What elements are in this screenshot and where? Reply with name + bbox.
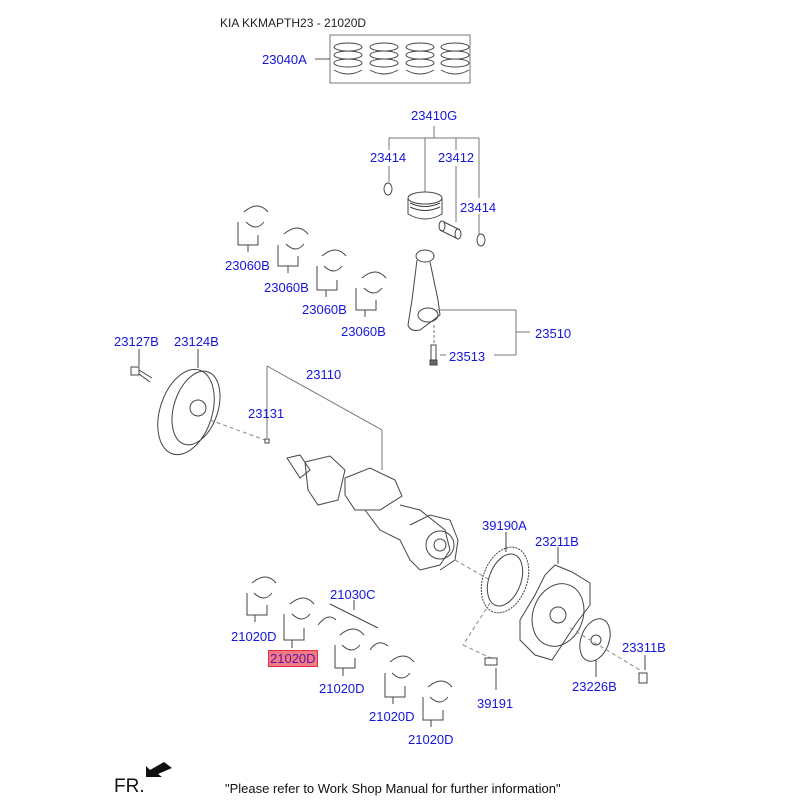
footer-note: "Please refer to Work Shop Manual for fu… <box>225 781 561 796</box>
label-connecting-rod-assy[interactable]: 23510 <box>535 326 572 341</box>
conrod-bolt-icon <box>429 344 438 366</box>
label-conrod-bearing-2[interactable]: 23060B <box>264 280 309 295</box>
label-piston-ring-set[interactable]: 23040A <box>262 52 307 67</box>
crank-pulley-icon <box>157 349 266 456</box>
label-pulley-bolt[interactable]: 23127B <box>114 334 159 349</box>
crankshaft-leaders <box>266 365 383 470</box>
crankshaft-icon <box>286 454 491 581</box>
drive-plate-icon <box>519 547 591 661</box>
label-drive-plate-bolt[interactable]: 23311B <box>622 640 666 655</box>
label-snap-ring-left[interactable]: 23414 <box>370 150 407 165</box>
piston-icon <box>383 182 486 247</box>
label-main-bearing-3[interactable]: 21020D <box>319 681 365 696</box>
label-conrod-bearing-4[interactable]: 23060B <box>341 324 386 339</box>
label-crank-pulley[interactable]: 23124B <box>174 334 219 349</box>
crankshaft-key-icon <box>264 438 270 444</box>
ring-gear-icon <box>480 532 530 614</box>
label-ring-gear-bolt[interactable]: 39191 <box>477 696 514 711</box>
label-drive-plate[interactable]: 23211B <box>535 534 579 549</box>
label-piston-assy[interactable]: 23410G <box>411 108 458 123</box>
conrod-bearings-icon <box>237 205 387 317</box>
label-main-bearing-2-selected[interactable]: 21020D <box>268 650 318 667</box>
pulley-bolt-icon <box>130 349 153 383</box>
label-conrod-bearing-3[interactable]: 23060B <box>302 302 347 317</box>
label-main-bearing-5[interactable]: 21020D <box>408 732 454 747</box>
piston-ring-set-icon <box>315 34 471 84</box>
label-conrod-bearing-1[interactable]: 23060B <box>225 258 270 273</box>
main-bearings-icon <box>246 576 453 727</box>
label-crankshaft-key[interactable]: 23131 <box>248 406 285 421</box>
connecting-rod-icon <box>407 249 441 331</box>
conrod-leaders <box>433 309 530 356</box>
label-main-bearing-1[interactable]: 21020D <box>231 629 277 644</box>
label-main-bearing-4[interactable]: 21020D <box>369 709 415 724</box>
piston-assy-leaders <box>388 126 480 234</box>
adapter-plate-icon <box>569 618 641 677</box>
label-drive-plate-adapter[interactable]: 23226B <box>572 679 617 694</box>
diagram-title: KIA KKMAPTH23 - 21020D <box>220 16 367 30</box>
drive-plate-bolt-icon <box>638 655 648 684</box>
label-conrod-bolt[interactable]: 23513 <box>449 349 486 364</box>
label-crankshaft[interactable]: 23110 <box>306 367 342 382</box>
label-snap-ring-right[interactable]: 23414 <box>460 200 497 215</box>
label-thrust-washer[interactable]: 21030C <box>330 587 376 602</box>
front-marker: FR. <box>114 776 145 797</box>
thrust-washers-icon <box>317 600 389 651</box>
label-ring-gear[interactable]: 39190A <box>482 518 527 533</box>
ring-gear-bolt-icon <box>462 602 498 690</box>
label-piston-pin[interactable]: 23412 <box>438 150 475 165</box>
